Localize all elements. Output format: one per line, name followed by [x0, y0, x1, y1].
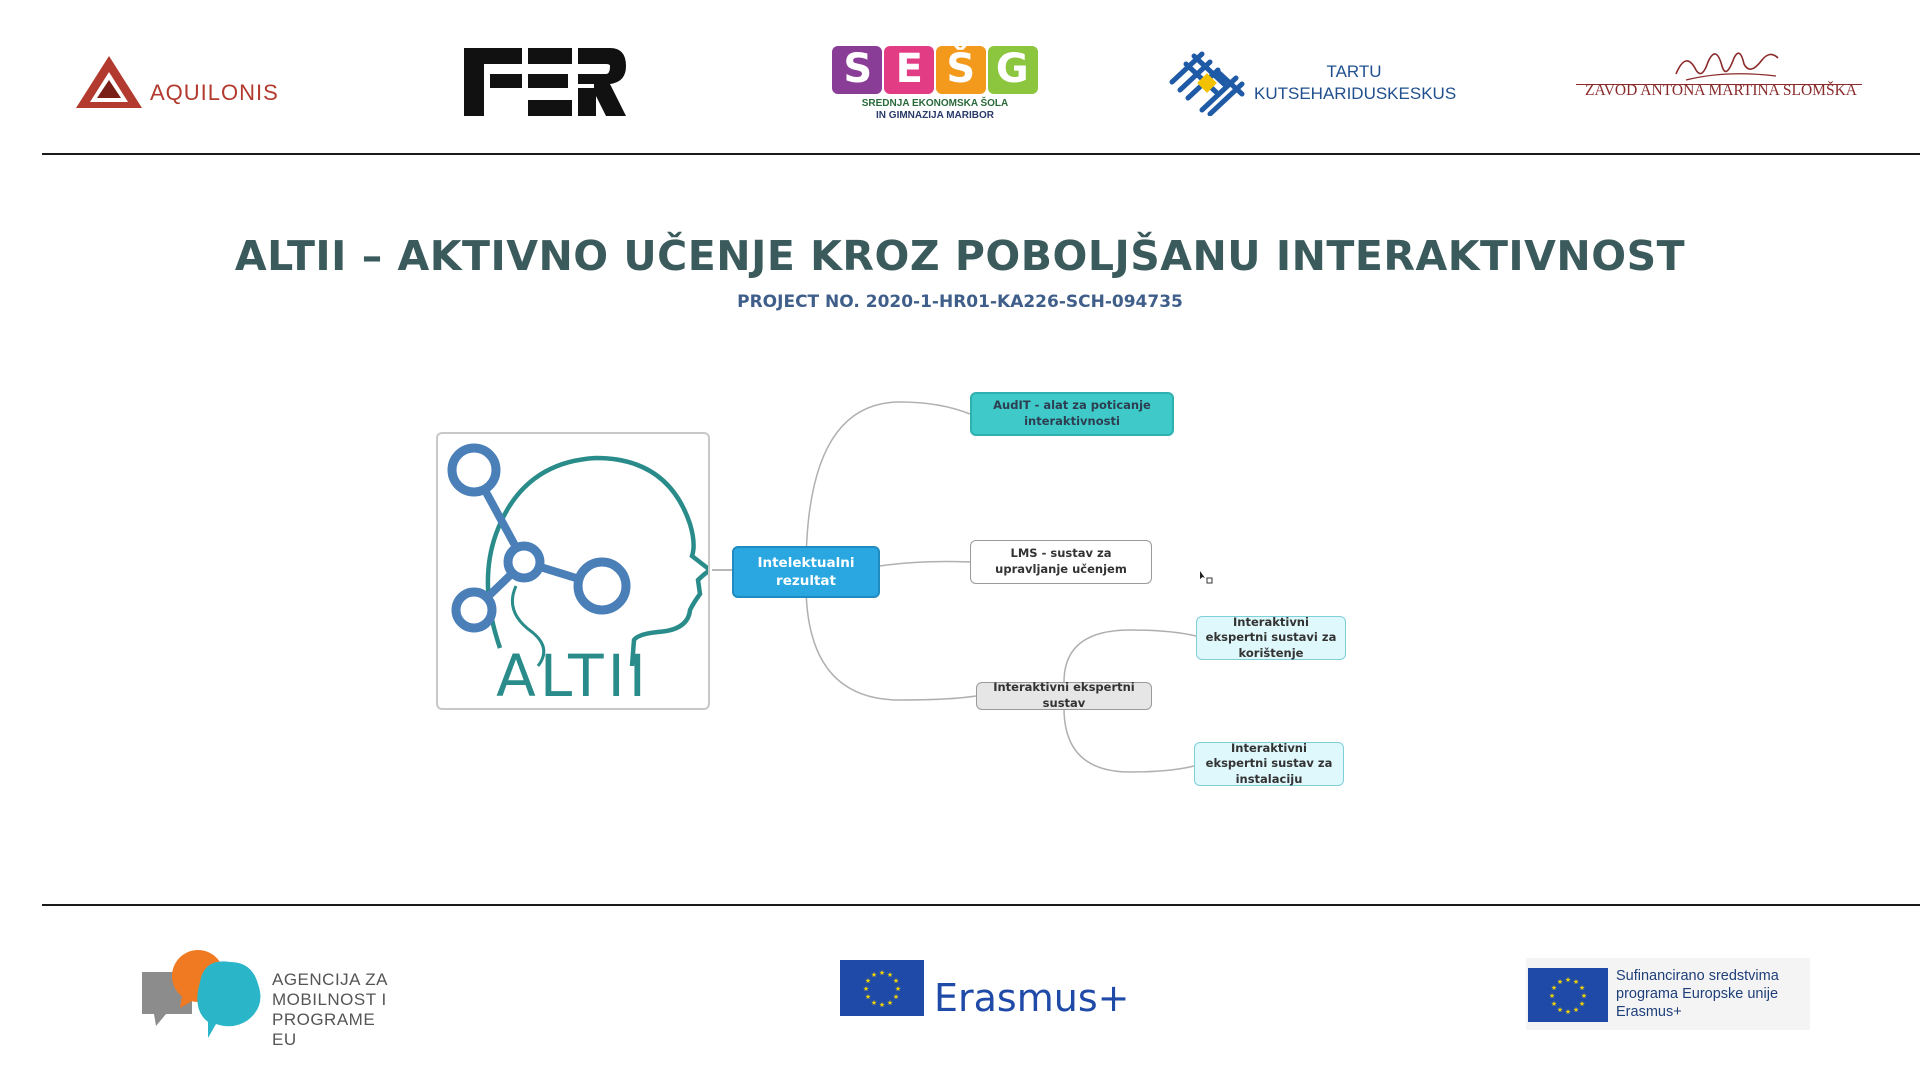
erasmus-text: Erasmus+ [934, 976, 1130, 1020]
altii-logo: ALTII [436, 432, 710, 710]
mindmap-node-ies-use[interactable]: Interaktivni ekspertni sustavi za korišt… [1196, 615, 1346, 660]
svg-text:★: ★ [879, 969, 885, 977]
aquilonis-logo: AQUILONIS [74, 52, 314, 112]
project-number: PROJECT NO. 2020-1-HR01-KA226-SCH-094735 [737, 292, 1183, 312]
svg-text:★: ★ [1579, 1000, 1585, 1008]
svg-text:★: ★ [1565, 1008, 1571, 1016]
cofunded-logo: ★★★ ★★★ ★★★ ★★★ Sufinancirano sredstvima… [1526, 958, 1810, 1030]
altii-head-graphic [447, 443, 708, 667]
svg-text:★: ★ [1557, 978, 1563, 986]
svg-text:★: ★ [895, 985, 901, 993]
svg-text:★: ★ [1551, 984, 1557, 992]
cofunded-line-3: Erasmus+ [1616, 1004, 1682, 1020]
bottom-divider [42, 904, 1920, 906]
mindmap-node-ies-install[interactable]: Interaktivni ekspertni sustav za instala… [1194, 741, 1344, 786]
sesg-letter-s [832, 46, 882, 94]
sesg-letter-g [988, 46, 1038, 94]
svg-text:★: ★ [893, 977, 899, 985]
aquilonis-text: AQUILONIS [150, 80, 279, 105]
agency-logo: AGENCIJA ZA MOBILNOST I PROGRAME EU [142, 948, 402, 1049]
tartu-weave-icon [1169, 51, 1245, 116]
fer-logo [464, 48, 626, 116]
tartu-logo: TARTU KUTSEHARIDUSKESKUS [1166, 48, 1466, 118]
sesg-line-1: SREDNJA EKONOMSKA ŠOLA [861, 98, 1009, 109]
svg-text:★: ★ [865, 977, 871, 985]
svg-text:★: ★ [871, 971, 877, 979]
slomska-signature-icon [1675, 52, 1779, 81]
sesg-char-4: G [995, 46, 1029, 92]
agency-line-2: MOBILNOST I [272, 990, 387, 1009]
svg-text:★: ★ [1549, 992, 1555, 1000]
top-divider [42, 153, 1920, 155]
svg-text:★: ★ [1581, 992, 1587, 1000]
svg-text:★: ★ [887, 971, 893, 979]
sesg-line-2: IN GIMNAZIJA MARIBOR [876, 110, 994, 121]
tartu-line-1: TARTU [1326, 62, 1382, 81]
slomska-text: ZAVOD ANTONA MARTINA SLOMŠKA [1585, 82, 1857, 99]
page-title: ALTII – AKTIVNO UČENJE KROZ POBOLJŠANU I… [234, 232, 1686, 280]
aquilonis-triangle-icon [76, 56, 142, 108]
sesg-char-3: Š [946, 46, 976, 92]
mouse-cursor-icon [1200, 571, 1213, 584]
svg-text:★: ★ [865, 993, 871, 1001]
agency-line-1: AGENCIJA ZA [272, 970, 389, 989]
svg-text:★: ★ [1565, 976, 1571, 984]
svg-text:★: ★ [871, 999, 877, 1007]
eu-flag-icon: ★★★ ★★★ ★★★ ★★★ [840, 960, 924, 1016]
connector-ies-install [1063, 707, 1195, 773]
header-logos: AQUILONIS S E Š G SREDNJA EKONOMSKA ŠOLA… [0, 0, 1920, 150]
altii-logo-text: ALTII [496, 642, 650, 710]
fer-logo-mark [464, 48, 626, 116]
connector-root-ies [805, 583, 977, 701]
mindmap-node-audit[interactable]: AudIT - alat za poticanje interaktivnost… [970, 392, 1174, 436]
svg-text:★: ★ [1573, 978, 1579, 986]
erasmus-logo: ★★★ ★★★ ★★★ ★★★ Erasmus+ [840, 960, 1129, 1020]
sesg-char-1: S [843, 46, 873, 92]
mindmap-node-lms[interactable]: LMS - sustav za upravljanje učenjem [970, 540, 1152, 584]
connector-root-lms [879, 560, 971, 567]
connector-ies-use [1063, 629, 1197, 683]
svg-text:★: ★ [1579, 984, 1585, 992]
agency-line-3: PROGRAME EU [272, 1010, 376, 1049]
svg-text:★: ★ [1551, 1000, 1557, 1008]
svg-text:★: ★ [887, 999, 893, 1007]
connector-root-audit [805, 401, 971, 571]
svg-text:★: ★ [863, 985, 869, 993]
sesg-logo: S E Š G SREDNJA EKONOMSKA ŠOLA IN GIMNAZ… [832, 46, 1044, 122]
sesg-letter-e [884, 46, 934, 94]
tartu-line-2: KUTSEHARIDUSKESKUS [1254, 84, 1457, 103]
mindmap-node-ies[interactable]: Interaktivni ekspertni sustav [976, 680, 1152, 710]
agency-speech-bubbles-icon [142, 950, 261, 1038]
cofunded-line-2: programa Europske unije [1616, 986, 1779, 1002]
slomska-logo: ZAVOD ANTONA MARTINA SLOMŠKA [1576, 40, 1866, 106]
svg-text:★: ★ [893, 993, 899, 1001]
mindmap-root-node[interactable]: Intelektualni rezultat [732, 546, 880, 598]
sesg-letter-s2 [936, 46, 986, 94]
sesg-char-2: E [895, 46, 923, 92]
svg-text:★: ★ [1557, 1006, 1563, 1014]
eu-flag-icon-2: ★★★ ★★★ ★★★ ★★★ [1528, 968, 1608, 1022]
svg-text:★: ★ [1573, 1006, 1579, 1014]
cofunded-line-1: Sufinancirano sredstvima [1616, 968, 1779, 984]
svg-text:★: ★ [879, 1001, 885, 1009]
